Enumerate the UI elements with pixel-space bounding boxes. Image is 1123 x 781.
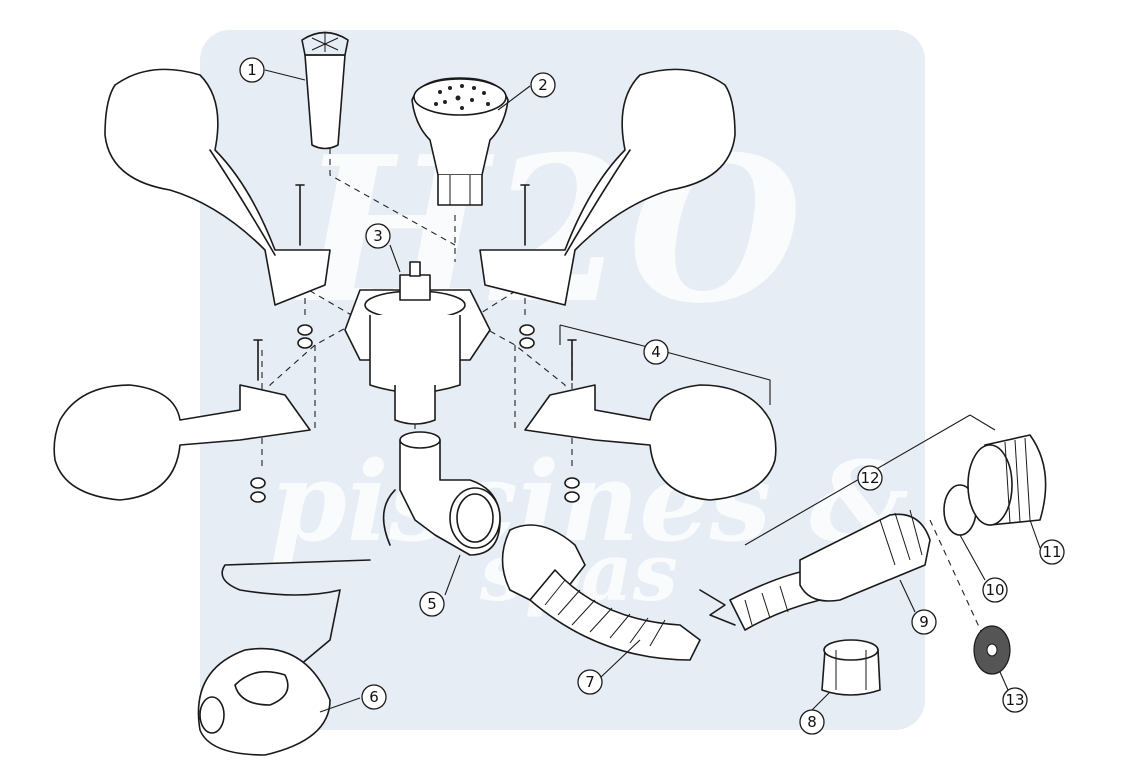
callout-7-label: 7 [585,673,595,691]
callout-12: 12 [857,465,883,491]
callout-8-label: 8 [807,713,817,731]
callout-11: 11 [1039,539,1065,565]
callout-9: 9 [911,609,937,635]
callout-11-label: 11 [1042,543,1061,561]
callout-7: 7 [577,669,603,695]
callout-1-label: 1 [247,61,257,79]
callout-8: 8 [799,709,825,735]
callout-3-label: 3 [373,227,383,245]
part-9-hose-connector [799,509,931,602]
callout-2-label: 2 [538,76,548,94]
part-8-bushing [821,639,881,696]
watermark-text-line-1: piscines & [270,437,909,566]
part-5-elbow-fitting [221,431,501,666]
callout-12-label: 12 [860,469,879,487]
part-11-threaded-adapter [967,434,1047,526]
callout-4-label: 4 [651,343,661,361]
callout-6-label: 6 [369,688,379,706]
callout-6: 6 [361,684,387,710]
callout-3: 3 [365,223,391,249]
callout-5: 5 [419,591,445,617]
part-6-cap [197,647,331,756]
callout-4: 4 [643,339,669,365]
part-3-valve-body [344,261,491,425]
callout-9-label: 9 [919,613,929,631]
part-4-handle-arms [53,68,777,503]
part-1-nozzle [301,31,349,150]
watermark-logo: H2O piscines & spas [200,30,925,730]
part-2-spray-head [411,77,509,206]
part-7-hose [501,524,821,661]
callout-2: 2 [530,72,556,98]
callout-13: 13 [1002,687,1028,713]
callout-13-label: 13 [1005,691,1024,709]
callout-10: 10 [982,577,1008,603]
callout-10-label: 10 [985,581,1004,599]
leader-lines [264,69,1041,713]
part-13-gasket [973,625,1011,675]
callout-5-label: 5 [427,595,437,613]
callout-1: 1 [239,57,265,83]
